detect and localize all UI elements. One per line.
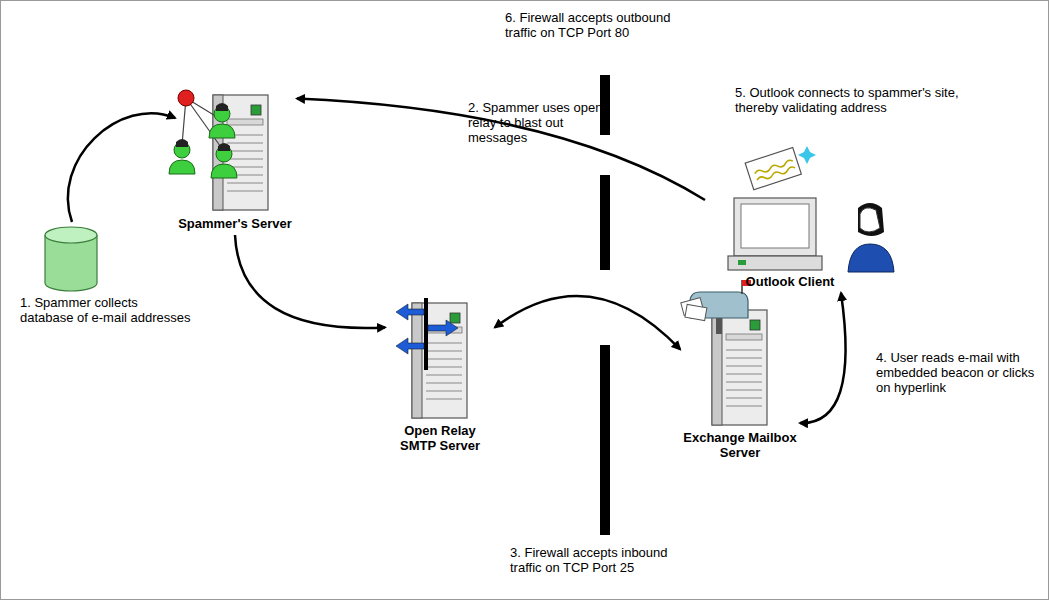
node-caption: Open Relay SMTP Server (385, 423, 495, 453)
step-note: 4. User reads e-mail with embedded beaco… (876, 350, 1044, 395)
step-note: 3. Firewall accepts inbound traffic on T… (510, 545, 670, 575)
curved-connector (800, 293, 846, 423)
step-note: 1. Spammer collects database of e-mail a… (20, 295, 192, 325)
node-caption: Spammer's Server (173, 216, 297, 231)
client-node: Outlook Client (705, 150, 875, 293)
step-note: 6. Firewall accepts outbound traffic on … (505, 10, 705, 40)
node-caption: Exchange Mailbox Server (680, 430, 800, 460)
server-node: Open Relay SMTP Server (385, 295, 495, 457)
step-note: 2. Spammer uses open relay to blast out … (468, 100, 608, 145)
step-note: 5. Outlook connects to spammer's site, t… (735, 85, 975, 115)
node-caption: Outlook Client (705, 274, 875, 289)
server-node: Exchange Mailbox Server (680, 300, 800, 464)
curved-connector (495, 296, 680, 349)
curved-connector (235, 235, 385, 328)
server-node: Spammer's Server (173, 80, 297, 235)
curved-connector (297, 99, 705, 200)
